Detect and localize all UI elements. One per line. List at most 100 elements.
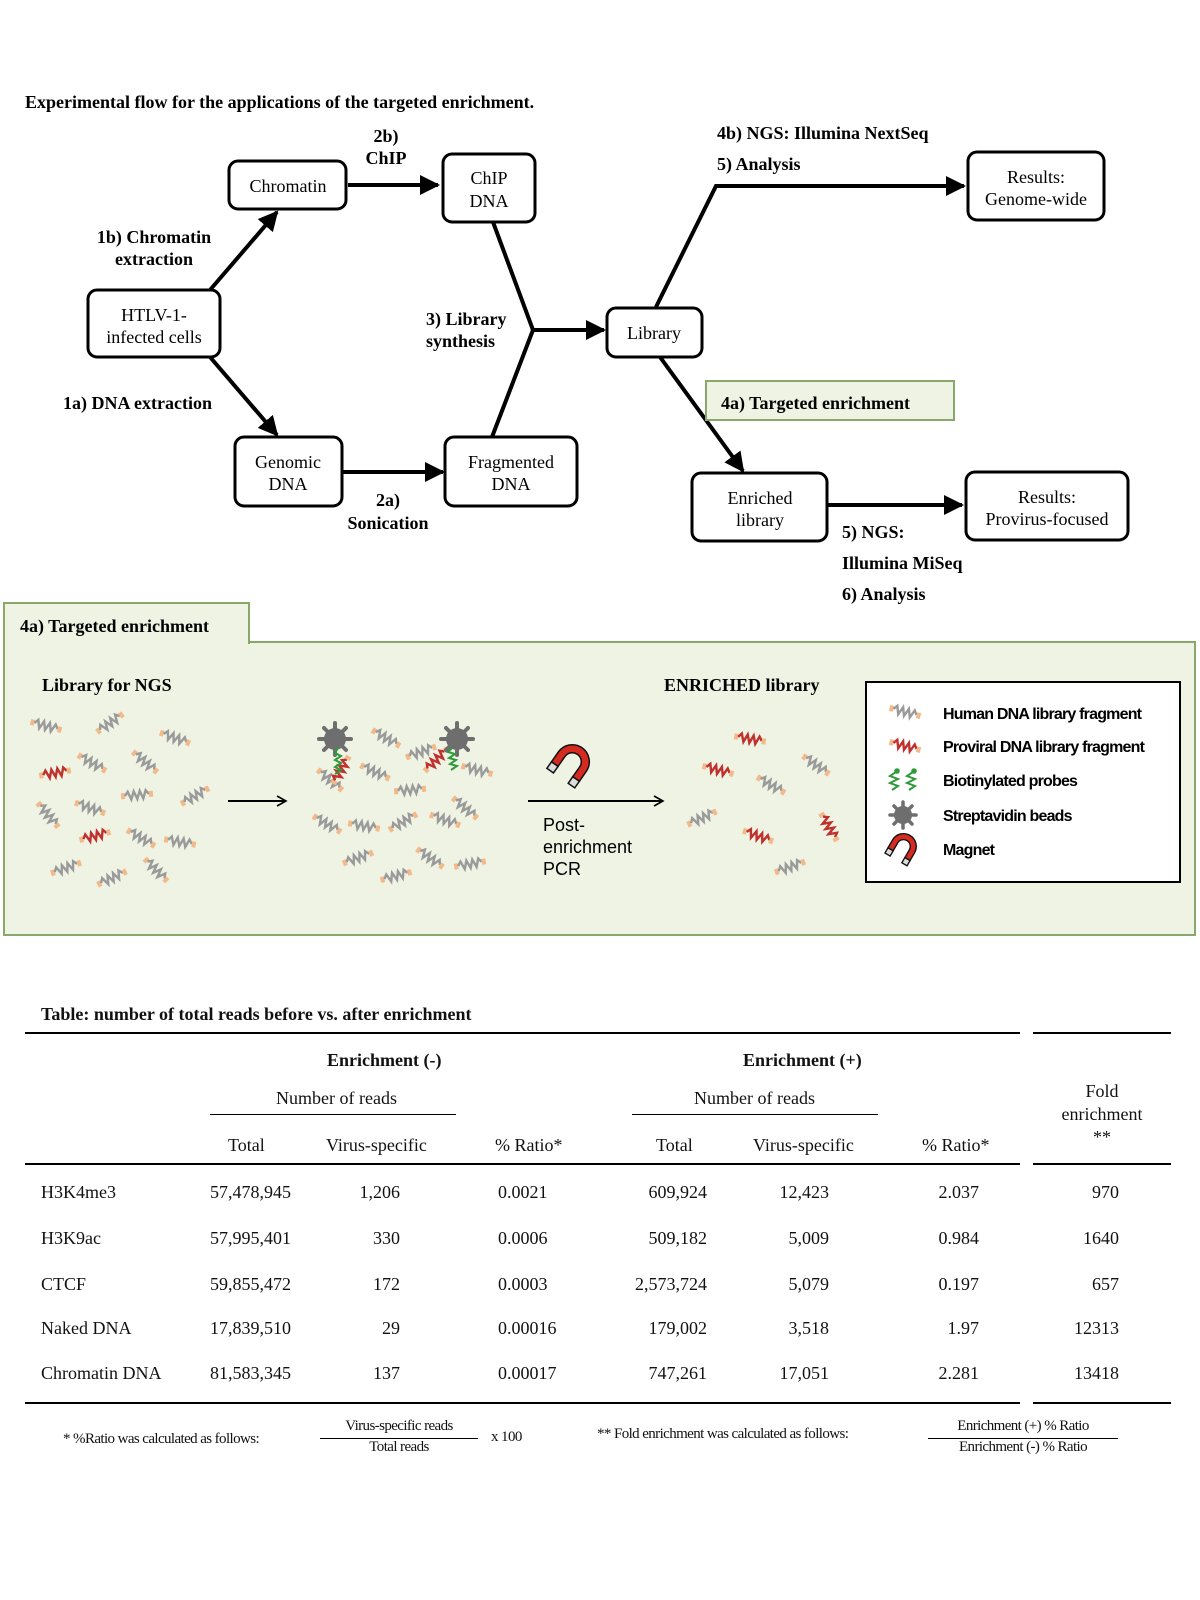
node-results-provirus-focused bbox=[964, 470, 1130, 542]
human-dna-fragment-icon bbox=[73, 798, 107, 818]
table-cell-minus-total: 57,478,945 bbox=[210, 1182, 291, 1202]
proviral-dna-fragment-icon bbox=[741, 826, 775, 846]
node-library bbox=[605, 306, 704, 359]
reads-rule-plus bbox=[632, 1114, 878, 1115]
table-cell-minus-total: 57,995,401 bbox=[210, 1228, 291, 1248]
node-infected-cells-line2: infected cells bbox=[106, 327, 201, 347]
human-dna-fragment-icon bbox=[453, 856, 487, 873]
footnote-ratio-multiplier: x 100 bbox=[491, 1429, 522, 1445]
node-infected-cells-line1: HTLV-1- bbox=[121, 305, 187, 325]
table-cell-minus-virus: 1,206 bbox=[359, 1182, 401, 1202]
human-dna-fragment-icon bbox=[49, 858, 83, 878]
footnote-fold-denominator: Enrichment (-) % Ratio bbox=[958, 1439, 1088, 1455]
table-cell-name: CTCF bbox=[41, 1274, 87, 1294]
pcr-label-line3: PCR bbox=[543, 859, 581, 879]
footnote-fold-numerator: Enrichment (+) % Ratio bbox=[957, 1418, 1089, 1434]
table-cell-plus-total: 747,261 bbox=[648, 1363, 708, 1383]
proviral-dna-fragment-icon bbox=[733, 731, 767, 748]
node-library-label: Library bbox=[627, 323, 681, 343]
footnote-ratio-fraction-bar bbox=[320, 1438, 478, 1439]
table-cell-plus-total: 609,924 bbox=[648, 1182, 708, 1202]
step-analysis-genome: 5) Analysis bbox=[717, 154, 801, 175]
col-header-minus-virus: Virus-specific bbox=[326, 1135, 427, 1155]
group-header-plus: Enrichment (+) bbox=[743, 1050, 862, 1070]
step-ngs-miseq-line1: 5) NGS: bbox=[842, 522, 905, 543]
table-cell-minus-virus: 29 bbox=[382, 1318, 400, 1338]
dna-fragments bbox=[29, 711, 840, 888]
reads-header-plus: Number of reads bbox=[694, 1088, 815, 1108]
node-genomic-dna-line1: Genomic bbox=[255, 452, 321, 472]
table-cell-minus-virus: 172 bbox=[373, 1274, 400, 1294]
table-cell-minus-ratio: 0.0006 bbox=[498, 1228, 548, 1248]
node-enriched-library bbox=[690, 471, 829, 543]
table-cell-plus-ratio: 0.984 bbox=[938, 1228, 980, 1248]
node-results-genome-wide bbox=[966, 150, 1106, 222]
table-top-rule-fold bbox=[1033, 1032, 1171, 1034]
human-dna-fragment-icon bbox=[76, 752, 108, 774]
node-results-genome-line2: Genome-wide bbox=[985, 189, 1087, 209]
human-dna-fragment-icon bbox=[404, 742, 438, 762]
table-cell-plus-virus: 3,518 bbox=[788, 1318, 830, 1338]
human-dna-fragment-icon bbox=[95, 711, 125, 735]
table-cell-plus-virus: 5,079 bbox=[788, 1274, 830, 1294]
human-dna-fragment-icon bbox=[96, 868, 128, 888]
human-dna-fragment-icon bbox=[311, 813, 343, 835]
human-dna-fragment-icon bbox=[387, 811, 419, 833]
table-cell-fold: 1640 bbox=[1083, 1228, 1119, 1248]
biotinylated-probe-icon bbox=[446, 747, 460, 771]
table-header-rule-fold bbox=[1033, 1163, 1171, 1165]
experimental-flow-diagram: Experimental flow for the applications o… bbox=[3, 92, 1196, 936]
table-cell-fold: 13418 bbox=[1074, 1363, 1119, 1383]
targeted-enrichment-step-box bbox=[705, 380, 955, 421]
step-chromatin-extraction-line1: 1b) Chromatin bbox=[97, 227, 211, 248]
human-dna-fragment-icon bbox=[29, 717, 63, 735]
human-dna-fragment-icon bbox=[315, 767, 345, 793]
table-title: Table: number of total reads before vs. … bbox=[41, 1004, 472, 1024]
table-cell-plus-ratio: 0.197 bbox=[938, 1274, 980, 1294]
footnote-ratio-denominator: Total reads bbox=[369, 1439, 429, 1455]
table-cell-name: Naked DNA bbox=[41, 1318, 132, 1338]
table-cell-minus-virus: 330 bbox=[373, 1228, 400, 1248]
table-cell-minus-total: 17,839,510 bbox=[210, 1318, 291, 1338]
table-cell-plus-ratio: 2.037 bbox=[938, 1182, 980, 1202]
node-results-genome-line1: Results: bbox=[1007, 167, 1065, 187]
col-header-plus-ratio: % Ratio* bbox=[922, 1135, 990, 1155]
captured-fragments bbox=[317, 721, 475, 775]
legend-icons bbox=[884, 703, 922, 867]
proviral-dna-fragment-icon bbox=[888, 737, 922, 755]
human-dna-fragment-icon bbox=[370, 727, 402, 749]
proviral-dna-fragment-icon bbox=[38, 765, 72, 782]
human-dna-fragment-icon bbox=[179, 785, 211, 807]
human-dna-fragment-icon bbox=[163, 834, 197, 851]
human-dna-fragment-icon bbox=[379, 867, 413, 885]
legend-magnet-label: Magnet bbox=[943, 842, 996, 859]
step-sonication-line2: Sonication bbox=[347, 513, 428, 533]
human-dna-fragment-icon bbox=[142, 856, 170, 884]
human-dna-fragment-icon bbox=[130, 749, 160, 775]
human-dna-fragment-icon bbox=[415, 846, 445, 870]
col-header-fold-line1: Fold bbox=[1085, 1081, 1119, 1101]
node-infected-cells bbox=[86, 288, 222, 359]
magnet-icon bbox=[884, 833, 917, 867]
table-cell-name: H3K4me3 bbox=[41, 1182, 116, 1202]
pcr-label-line1: Post- bbox=[543, 815, 585, 835]
node-results-provirus-line2: Provirus-focused bbox=[986, 509, 1109, 529]
human-dna-fragment-icon bbox=[773, 857, 807, 877]
node-genomic-dna bbox=[233, 435, 344, 508]
table-header-rule bbox=[25, 1163, 1020, 1165]
footnote-fold: ** Fold enrichment was calculated as fol… bbox=[597, 1426, 849, 1442]
table-bottom-rule-fold bbox=[1033, 1402, 1171, 1404]
step-ngs-miseq-line2: Illumina MiSeq bbox=[842, 553, 963, 573]
step-chip-line1: 2b) bbox=[373, 126, 398, 147]
node-fragmented-dna-line2: DNA bbox=[492, 474, 531, 494]
node-results-provirus-line1: Results: bbox=[1018, 487, 1076, 507]
step-chromatin-extraction-line2: extraction bbox=[115, 249, 193, 269]
human-dna-fragment-icon bbox=[460, 761, 494, 779]
proviral-dna-fragment-icon bbox=[330, 754, 352, 786]
human-dna-fragment-icon bbox=[393, 782, 427, 798]
table-cell-minus-ratio: 0.0021 bbox=[498, 1182, 548, 1202]
human-dna-fragment-icon bbox=[428, 810, 462, 830]
table-cell-name: H3K9ac bbox=[41, 1228, 101, 1248]
table-cell-name: Chromatin DNA bbox=[41, 1363, 162, 1383]
node-enriched-library-line1: Enriched bbox=[728, 488, 793, 508]
